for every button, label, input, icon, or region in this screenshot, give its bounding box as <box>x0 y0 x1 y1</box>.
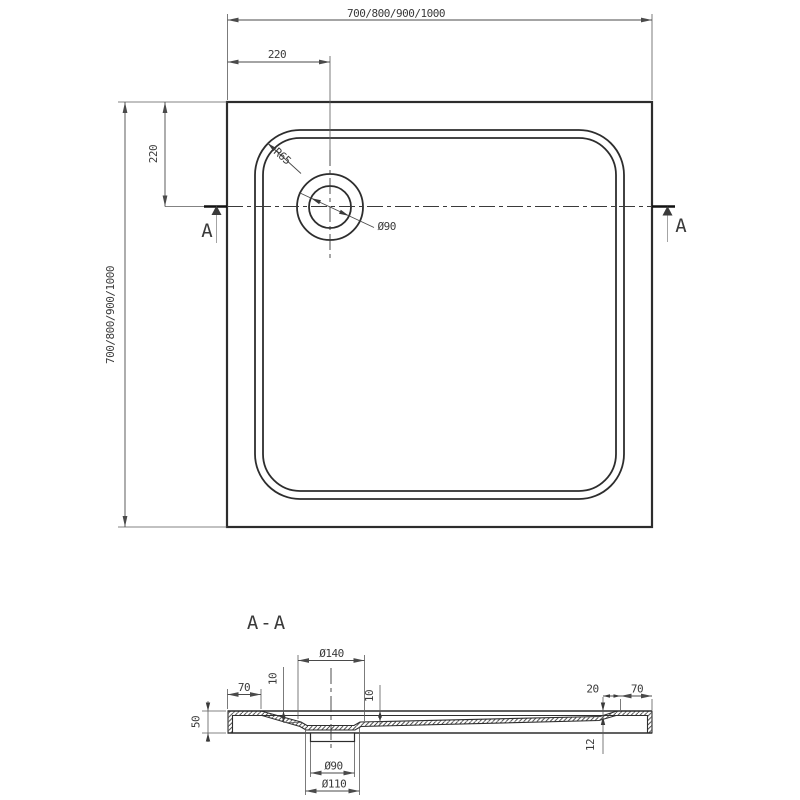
dim-drain-offset-top: 220 <box>227 48 330 65</box>
drain-hole-label: Ø90 <box>324 760 342 773</box>
flange-left-label: 70 <box>238 681 250 694</box>
shell-section <box>227 710 653 734</box>
section-cut-marker-right: A <box>652 205 687 242</box>
drain-offset-left-label: 220 <box>147 145 160 163</box>
basin-rim-outer <box>254 129 625 500</box>
depth-left-label: 10 <box>267 673 280 685</box>
dim-recess-diameter: Ø140 <box>297 647 365 721</box>
dim-height-left: 50 <box>190 701 226 742</box>
dim-flange-right: 70 <box>620 683 653 710</box>
corner-radius-callout: R65 <box>267 142 302 174</box>
step-right-label: 20 <box>586 683 598 696</box>
recess-diameter-label: Ø140 <box>319 647 344 660</box>
tray-outline <box>225 100 654 529</box>
flange-right-label: 70 <box>631 683 643 696</box>
dim-drain-hole: Ø90 <box>310 742 355 777</box>
cut-arrow-left <box>211 205 222 215</box>
overall-width-label: 700/800/900/1000 <box>347 7 445 20</box>
depth-right-label: 10 <box>363 690 376 702</box>
drain-spigot-label: Ø110 <box>322 778 347 791</box>
drain-diameter-callout: Ø90 <box>298 192 396 233</box>
dim-depth-right: 10 <box>363 685 382 724</box>
top-view: 700/800/900/1000 220 700/800/900/1000 22… <box>104 7 687 529</box>
cut-label-right: A <box>675 215 687 237</box>
dim-step-right: 20 <box>586 683 621 710</box>
height-right-label: 12 <box>584 739 597 751</box>
dim-depth-left: 10 <box>267 667 301 723</box>
dim-height-right: 12 <box>584 697 606 754</box>
basin-rim-inner <box>262 137 617 492</box>
dim-flange-left: 70 <box>227 681 262 709</box>
dim-overall-width: 700/800/900/1000 <box>227 7 653 100</box>
dim-overall-height: 700/800/900/1000 <box>104 101 227 528</box>
section-cut-marker-left: A <box>201 205 227 243</box>
section-title: A-A <box>247 612 287 634</box>
cut-arrow-right <box>662 206 673 216</box>
drain-offset-top-label: 220 <box>268 48 286 61</box>
section-view: A-A Ø140 70 10 <box>190 612 653 795</box>
overall-height-label: 700/800/900/1000 <box>104 266 117 364</box>
drain-spigot <box>309 732 356 743</box>
height-left-label: 50 <box>190 716 203 728</box>
cut-label-left: A <box>201 220 213 242</box>
dim-drain-offset-left: 220 <box>147 102 205 207</box>
drain-diameter-label: Ø90 <box>378 220 396 233</box>
dim-drain-spigot: Ø110 <box>305 727 360 795</box>
